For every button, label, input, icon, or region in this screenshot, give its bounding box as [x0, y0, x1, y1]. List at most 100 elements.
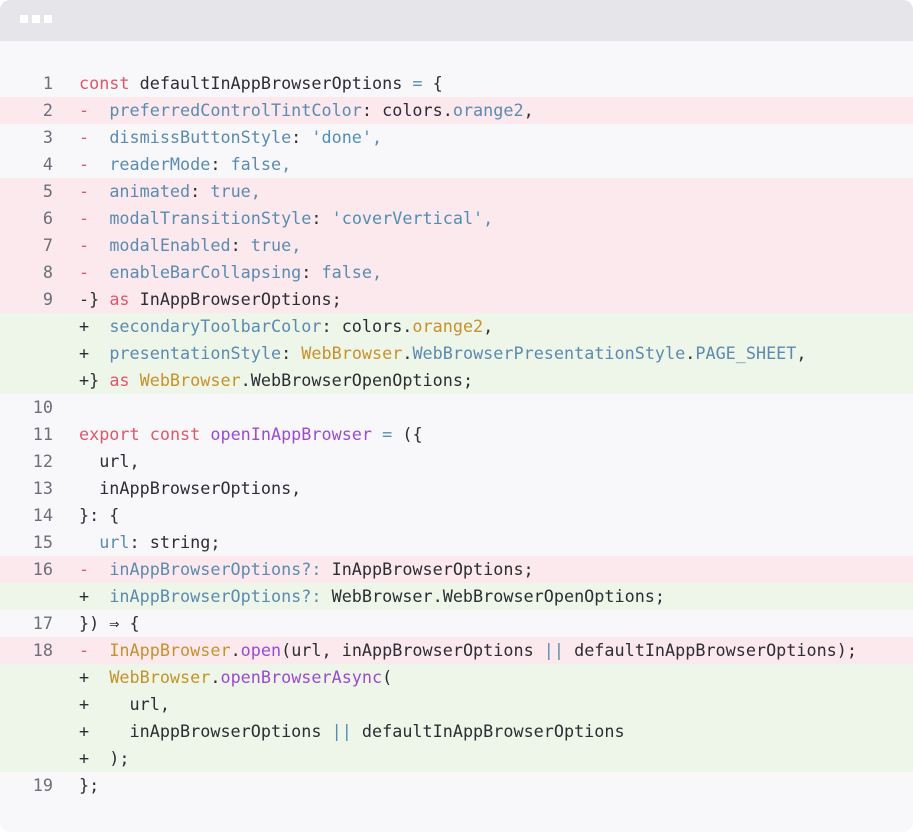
- code-token: animated: [109, 181, 191, 201]
- line-code: - preferredControlTintColor: colors.oran…: [79, 97, 534, 124]
- code-line: 15 url: string;: [0, 529, 913, 556]
- code-token: +: [79, 586, 110, 606]
- added-line: +} as WebBrowser.WebBrowserOpenOptions;: [0, 367, 913, 394]
- code-token: dismissButtonStyle: [109, 127, 292, 147]
- code-token: presentationStyle: [109, 343, 282, 363]
- line-number: 9: [42, 289, 53, 309]
- code-token: inAppBrowserOptions: [109, 559, 302, 579]
- removed-line: 18- InAppBrowser.open(url, inAppBrowserO…: [0, 637, 913, 664]
- code-token: ,: [483, 316, 494, 336]
- code-line: 4- readerMode: false,: [0, 151, 913, 178]
- code-token: +: [79, 343, 110, 363]
- code-token: url,: [79, 451, 140, 471]
- code-token: ?:: [301, 559, 332, 579]
- code-token: -: [79, 559, 110, 579]
- code-token: : string;: [129, 532, 221, 552]
- code-token: -: [79, 154, 110, 174]
- line-number: 3: [42, 127, 53, 147]
- code-token: (: [382, 667, 393, 687]
- added-line: + secondaryToolbarColor: colors.orange2,: [0, 313, 913, 340]
- line-number: 15: [32, 532, 53, 552]
- code-token: : colors.: [321, 316, 413, 336]
- code-token: const: [149, 424, 211, 444]
- added-line: + inAppBrowserOptions?: WebBrowser.WebBr…: [0, 583, 913, 610]
- code-token: preferredControlTintColor: [109, 100, 362, 120]
- code-token: .: [685, 343, 696, 363]
- code-token: ||: [543, 640, 564, 660]
- code-token: export: [79, 424, 150, 444]
- line-number: 13: [32, 478, 53, 498]
- code-token: WebBrowser: [301, 343, 403, 363]
- code-token: const: [79, 73, 140, 93]
- line-code: url,: [79, 448, 140, 475]
- code-token: openBrowserAsync: [220, 667, 383, 687]
- line-number: 6: [42, 208, 53, 228]
- code-token: [79, 532, 99, 552]
- code-token: }: {: [79, 505, 120, 525]
- removed-line: 16- inAppBrowserOptions?: InAppBrowserOp…: [0, 556, 913, 583]
- code-line: 3- dismissButtonStyle: 'done',: [0, 124, 913, 151]
- code-token: -: [79, 640, 110, 660]
- code-line: 12 url,: [0, 448, 913, 475]
- line-number: 14: [32, 505, 53, 525]
- code-token: PAGE_SHEET: [695, 343, 797, 363]
- line-code: + secondaryToolbarColor: colors.orange2,: [79, 313, 493, 340]
- code-token: secondaryToolbarColor: [109, 316, 322, 336]
- code-token: : colors.: [361, 100, 453, 120]
- code-token: WebBrowserPresentationStyle: [412, 343, 686, 363]
- line-number: 19: [32, 775, 53, 795]
- code-token: :: [281, 343, 302, 363]
- code-token: ,: [483, 208, 494, 228]
- code-token: WebBrowser.WebBrowserOpenOptions;: [331, 586, 665, 606]
- line-number: 11: [32, 424, 53, 444]
- line-code: - readerMode: false,: [79, 151, 291, 178]
- code-token: .WebBrowserOpenOptions;: [240, 370, 474, 390]
- code-token: as: [109, 289, 140, 309]
- code-token: false,: [321, 262, 383, 282]
- code-token: -: [79, 262, 110, 282]
- code-token: {: [432, 73, 443, 93]
- code-token: + inAppBrowserOptions: [79, 721, 332, 741]
- code-line: 19};: [0, 772, 913, 799]
- code-token: InAppBrowser: [109, 640, 231, 660]
- code-token: defaultInAppBrowserOptions: [139, 73, 413, 93]
- code-token: -: [79, 100, 110, 120]
- code-token: +: [79, 316, 110, 336]
- code-token: .: [210, 667, 221, 687]
- line-code: -} as InAppBrowserOptions;: [79, 286, 342, 313]
- code-token: inAppBrowserOptions,: [79, 478, 302, 498]
- line-code: - enableBarCollapsing: false,: [79, 259, 382, 286]
- code-token: :: [291, 127, 312, 147]
- window-titlebar: [0, 0, 913, 41]
- code-token: inAppBrowserOptions: [109, 586, 302, 606]
- code-token: readerMode: [109, 154, 211, 174]
- code-token: true,: [210, 181, 261, 201]
- line-number: 10: [32, 397, 53, 417]
- line-code: inAppBrowserOptions,: [79, 475, 301, 502]
- code-token: enableBarCollapsing: [109, 262, 302, 282]
- code-token: (url, inAppBrowserOptions: [281, 640, 544, 660]
- code-token: true,: [250, 235, 302, 255]
- line-code: + WebBrowser.openBrowserAsync(: [79, 664, 392, 691]
- removed-line: 7- modalEnabled: true,: [0, 232, 913, 259]
- code-token: ,: [372, 127, 383, 147]
- code-token: WebBrowser: [139, 370, 241, 390]
- code-token: -: [79, 208, 110, 228]
- code-token: orange2: [452, 100, 524, 120]
- line-code: + presentationStyle: WebBrowser.WebBrows…: [79, 340, 807, 367]
- code-token: -: [79, 127, 110, 147]
- code-token: -: [79, 181, 110, 201]
- added-line: + WebBrowser.openBrowserAsync(: [0, 664, 913, 691]
- line-code: };: [79, 772, 99, 799]
- removed-line: 9 -} as InAppBrowserOptions;: [0, 286, 913, 313]
- line-number: 17: [32, 613, 53, 633]
- code-token: InAppBrowserOptions;: [139, 289, 342, 309]
- line-number: 7: [42, 235, 53, 255]
- window-dot-icon: [44, 15, 52, 23]
- code-token: =: [412, 73, 433, 93]
- line-code: +} as WebBrowser.WebBrowserOpenOptions;: [79, 367, 473, 394]
- code-token: +}: [79, 370, 110, 390]
- line-code: const defaultInAppBrowserOptions = {: [79, 70, 443, 97]
